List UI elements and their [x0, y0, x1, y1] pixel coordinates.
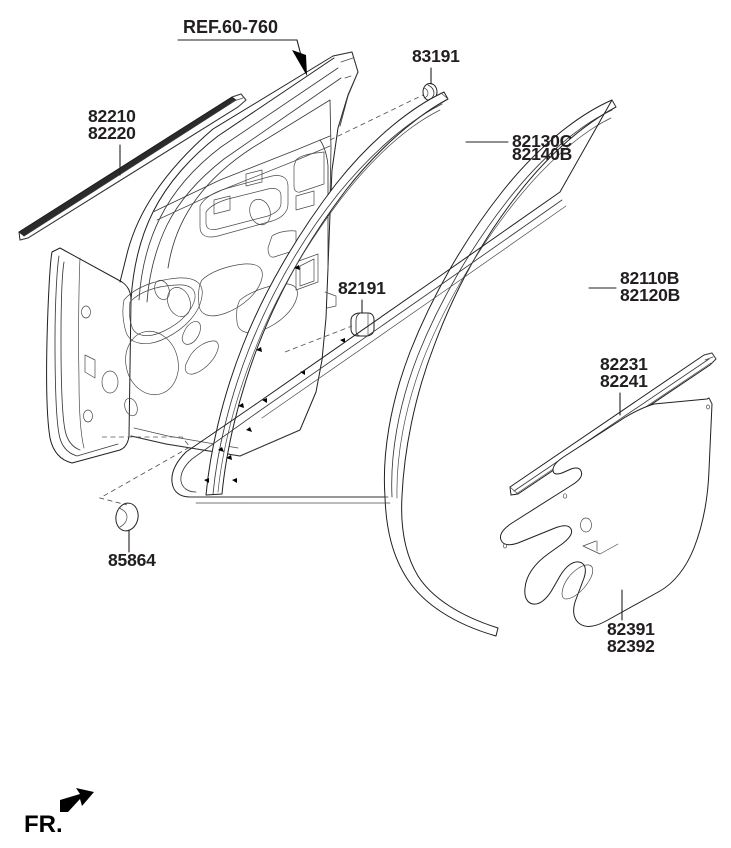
part-number-83191: 83191 [412, 46, 460, 66]
part-number-82110B: 82110B [620, 268, 679, 288]
part-82110B-82120B-door-weatherstrip [171, 99, 617, 637]
part-85864-plug [115, 502, 139, 532]
callout-82110B-82120B: 82110B 82120B [588, 268, 680, 305]
part-number-82120B: 82120B [620, 285, 680, 305]
callout-82210-82220: 82210 82220 [88, 106, 136, 176]
part-number-82220: 82220 [88, 123, 136, 143]
part-number-82392: 82392 [607, 636, 655, 656]
reference-label: REF.60-760 [183, 17, 278, 37]
leader-dashed-83191 [329, 94, 424, 141]
front-direction-arrow-icon [60, 788, 94, 812]
door-panel-assembly [46, 51, 359, 464]
callout-82130C-82140B: 82130C 82140B [465, 131, 573, 164]
orientation-marker-fr: FR. [24, 788, 94, 838]
part-number-82140B: 82140B [512, 144, 572, 164]
reference-callout-60-760: REF.60-760 [177, 17, 307, 76]
part-82210-82220-belt-moulding [18, 93, 247, 241]
part-82391-82392-water-shield [500, 397, 713, 627]
callout-82391-82392: 82391 82392 [607, 589, 655, 656]
leader-dashed-82191 [284, 325, 353, 353]
part-number-82231: 82231 [600, 354, 648, 374]
orientation-label: FR. [24, 811, 63, 838]
part-number-85864: 85864 [108, 550, 156, 570]
callout-85864: 85864 [108, 529, 156, 570]
callout-83191: 83191 [412, 46, 460, 85]
part-number-82210: 82210 [88, 106, 136, 126]
callout-82231-82241: 82231 82241 [600, 354, 648, 416]
leader-dashed-85864 [98, 436, 191, 506]
part-number-82130C: 82130C [512, 131, 573, 151]
part-number-82191: 82191 [338, 278, 386, 298]
part-number-82391: 82391 [607, 619, 655, 639]
callout-82191: 82191 [338, 278, 386, 314]
part-number-82241: 82241 [600, 371, 648, 391]
